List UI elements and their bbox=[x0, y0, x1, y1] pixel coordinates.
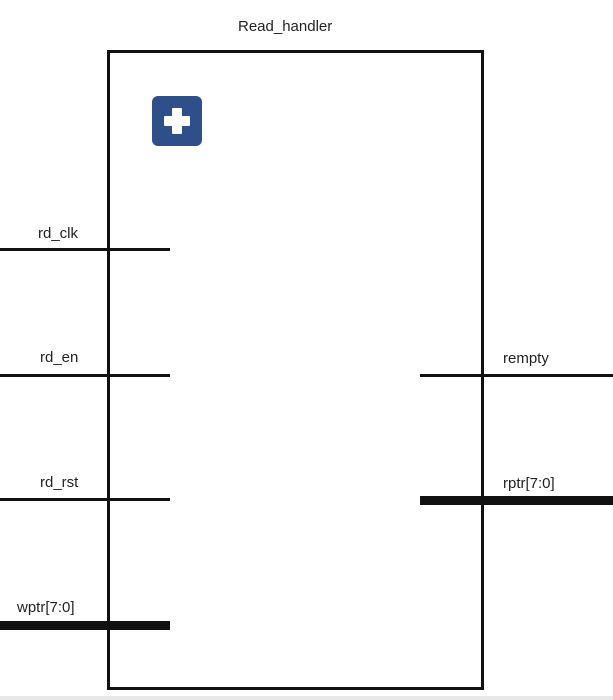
port-bus-wptr[interactable] bbox=[0, 621, 170, 630]
block-title: Read_handler bbox=[238, 18, 333, 35]
port-wire-rd-clk[interactable] bbox=[0, 248, 170, 251]
port-label-rd-en: rd_en bbox=[40, 349, 79, 366]
port-wire-rempty[interactable] bbox=[420, 374, 613, 377]
bottom-divider bbox=[0, 696, 613, 700]
port-wire-rd-en[interactable] bbox=[0, 374, 170, 377]
port-label-rempty: rempty bbox=[503, 350, 549, 367]
port-wire-rd-rst[interactable] bbox=[0, 498, 170, 501]
port-bus-rptr[interactable] bbox=[420, 496, 613, 505]
plus-icon bbox=[164, 108, 190, 134]
expand-block-button[interactable] bbox=[152, 96, 202, 146]
port-label-rd-clk: rd_clk bbox=[38, 225, 79, 242]
port-label-rd-rst: rd_rst bbox=[40, 474, 79, 491]
read-handler-block[interactable] bbox=[107, 50, 484, 690]
port-label-rptr: rptr[7:0] bbox=[503, 475, 555, 492]
port-label-wptr: wptr[7:0] bbox=[17, 599, 75, 616]
